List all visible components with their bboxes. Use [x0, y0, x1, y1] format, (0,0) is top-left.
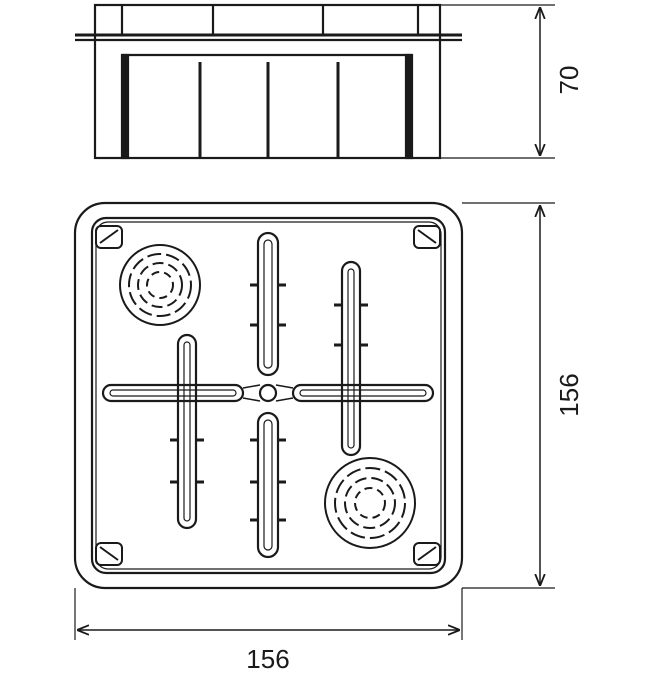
knockout-bottom-right — [324, 457, 416, 549]
dimension-depth-156: 156 — [554, 373, 584, 416]
slots — [101, 231, 435, 559]
side-view — [75, 3, 555, 160]
top-view — [73, 201, 555, 640]
dimension-width-156: 156 — [246, 644, 289, 674]
dimension-height-70: 70 — [554, 66, 584, 95]
knockout-top-left — [119, 244, 201, 326]
